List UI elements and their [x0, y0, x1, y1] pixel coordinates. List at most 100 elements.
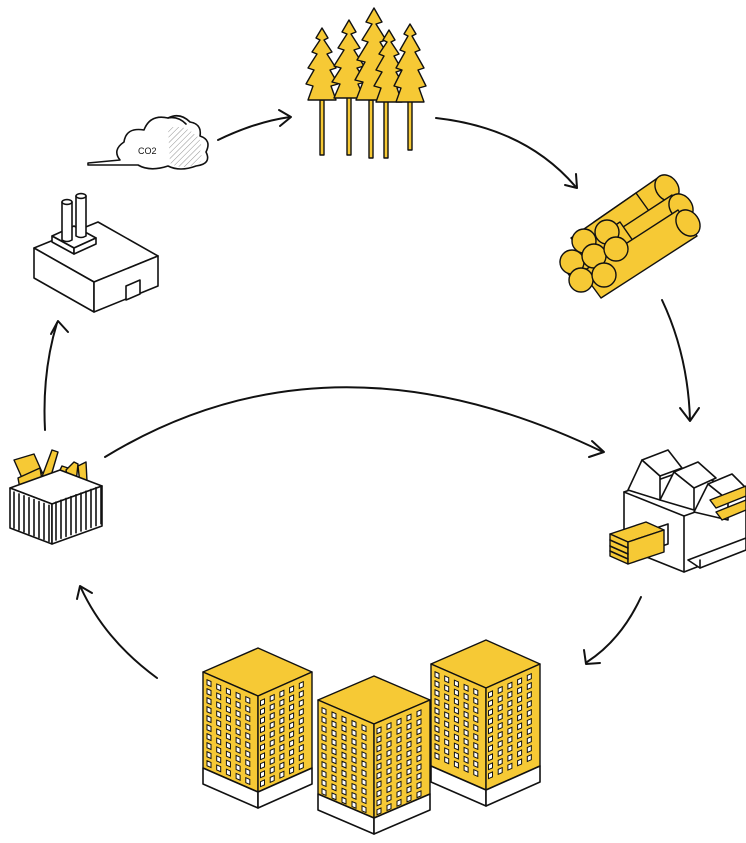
window [488, 735, 493, 744]
window [269, 738, 275, 748]
window [526, 717, 532, 727]
window [289, 685, 295, 694]
window [321, 778, 327, 788]
window [416, 772, 422, 781]
window [216, 692, 222, 701]
window [331, 711, 337, 720]
window [416, 727, 422, 736]
sawmill-icon [609, 449, 746, 573]
window [351, 737, 357, 747]
window [497, 766, 503, 776]
window [526, 681, 532, 691]
window [298, 716, 304, 726]
window [376, 789, 382, 798]
window [206, 750, 212, 760]
window [269, 774, 275, 784]
window [235, 772, 241, 781]
window [507, 762, 513, 771]
window [216, 728, 222, 737]
window [386, 739, 392, 749]
window [341, 724, 347, 733]
window [216, 755, 222, 764]
window [376, 807, 382, 816]
window [473, 750, 479, 760]
window [434, 751, 440, 761]
window [321, 724, 327, 734]
window [341, 715, 347, 724]
window [434, 679, 440, 689]
window [260, 779, 265, 788]
window [331, 720, 337, 729]
window [351, 791, 357, 801]
arrow-waste-to-sawmill [104, 386, 605, 458]
window [289, 739, 295, 748]
window [331, 738, 337, 747]
window [206, 687, 212, 697]
window [488, 762, 493, 771]
window [216, 710, 222, 719]
window [361, 724, 367, 733]
building-left [202, 647, 313, 809]
window [473, 759, 479, 769]
window [331, 792, 337, 801]
window [463, 737, 469, 746]
window [453, 679, 459, 688]
window [269, 756, 275, 766]
logs-icon [559, 174, 701, 299]
window [321, 760, 327, 770]
window [453, 688, 459, 697]
window [361, 787, 367, 796]
window [416, 790, 422, 799]
window [406, 722, 412, 731]
window [289, 730, 295, 739]
window [269, 720, 275, 730]
window [497, 748, 503, 758]
window [453, 697, 459, 706]
window [386, 766, 392, 776]
window [260, 761, 265, 770]
window [376, 744, 382, 753]
window [453, 760, 459, 769]
window [507, 735, 513, 744]
window [235, 727, 241, 736]
window [321, 787, 327, 797]
window [507, 753, 513, 762]
window [517, 695, 523, 704]
window [488, 726, 493, 735]
window [321, 715, 327, 725]
window [260, 707, 265, 716]
window [289, 766, 295, 775]
window [396, 744, 402, 753]
window [235, 700, 241, 709]
building-middle [317, 675, 431, 835]
window [376, 726, 382, 735]
window [444, 693, 450, 702]
window [245, 749, 251, 759]
window [260, 752, 265, 761]
window [351, 773, 357, 783]
window [245, 695, 251, 705]
window [376, 762, 382, 771]
window [361, 760, 367, 769]
window [488, 690, 493, 699]
window [386, 730, 392, 740]
window [473, 705, 479, 715]
window [269, 747, 275, 757]
window [206, 732, 212, 742]
window [416, 709, 422, 718]
window [406, 776, 412, 785]
window [434, 715, 440, 725]
window [507, 699, 513, 708]
window [206, 759, 212, 769]
window [376, 771, 382, 780]
window [386, 802, 392, 812]
window [453, 715, 459, 724]
window [473, 768, 479, 778]
window [206, 705, 212, 715]
window [406, 785, 412, 794]
timber-buildings-icon [202, 639, 541, 835]
window [517, 722, 523, 731]
window [396, 780, 402, 789]
window [331, 756, 337, 765]
